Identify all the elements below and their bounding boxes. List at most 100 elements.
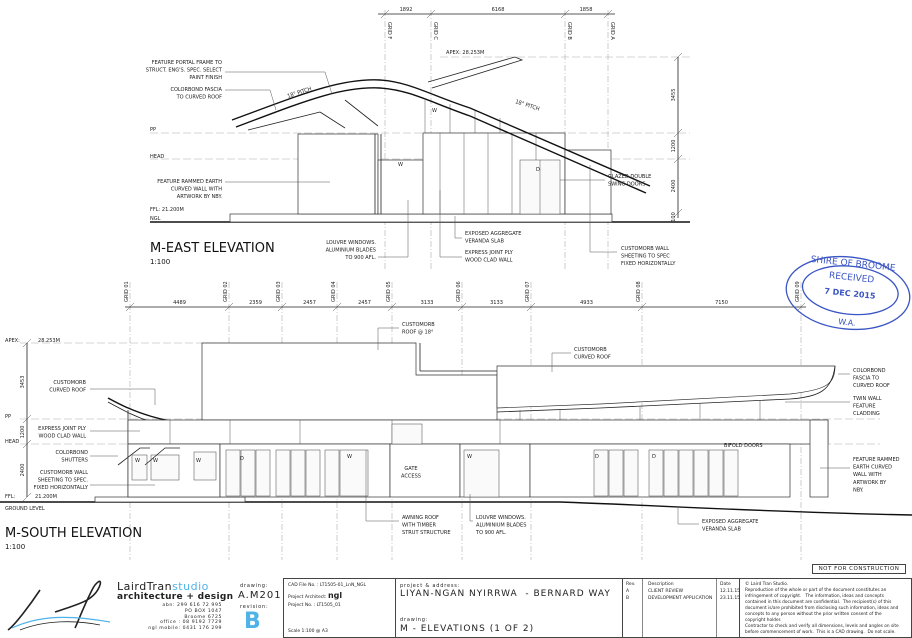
- copyright-line: concepts to any person without the prior…: [745, 612, 882, 617]
- south-grid-dim: 2359: [249, 300, 262, 306]
- company-contact: abn: 299 616 72 995 PO BOX 1047 Broome 6…: [148, 603, 222, 632]
- door-panel: [693, 449, 709, 497]
- callout-line: CUSTOMORB: [53, 380, 86, 386]
- project-box: project & address: LIYAN-NGAN NYIRRWA - …: [395, 578, 623, 638]
- callout-line: FEATURE RAMMED: [853, 457, 900, 463]
- project-number: Project No. : LT1505_01: [288, 603, 341, 608]
- south-level-ffl-value: 21.200M: [35, 494, 57, 500]
- door-tag: D: [240, 456, 244, 462]
- window-tag: W: [467, 454, 472, 460]
- east-grid-label: GRID F: [386, 22, 392, 39]
- curved-roof-right-callout: CUSTOMORB CURVED ROOF: [574, 347, 611, 361]
- east-curved-roof: [231, 79, 651, 187]
- callout-line: CURVED ROOF: [49, 388, 86, 394]
- town: Broome 6725: [184, 614, 222, 620]
- project-architect-label: Project Architect:: [288, 595, 327, 600]
- window-tag: W: [347, 454, 352, 460]
- project-architect: Project Architect: ngl: [288, 591, 342, 600]
- east-elevation: 1892 6168 1858 GRID F GRID C GRID B GRID…: [150, 7, 690, 270]
- callout-line: LOUVRE WINDOWS.: [476, 515, 526, 521]
- south-ground-level: GROUND LEVEL: [5, 506, 45, 512]
- callout-line: AWNING ROOF: [402, 515, 439, 521]
- callout-line: FEATURE RAMMED EARTH: [157, 179, 222, 185]
- south-grid-label: GRID 08: [636, 281, 642, 302]
- copyright-line: infringement of copyright. The informati…: [745, 594, 884, 599]
- callout-line: ALUMINIUM BLADES: [326, 248, 376, 254]
- door-panel: [648, 449, 664, 497]
- revision-row-description: DEVELOPMENT APPLICATION: [648, 596, 713, 601]
- callout-line: SWING DOORS: [608, 182, 645, 188]
- east-grid-dim: 1892: [400, 7, 413, 13]
- door-panel: [290, 449, 306, 497]
- east-elevation-title: M-EAST ELEVATION: [150, 241, 275, 256]
- callout-line: SHEETING TO SPEC.: [38, 478, 89, 484]
- door-panel: [339, 449, 369, 497]
- callout-line: WOOD CLAD WALL: [465, 258, 513, 264]
- copyright-line: document is/are prohibited from disclosi…: [745, 606, 899, 611]
- south-grid-dim: 2457: [303, 300, 316, 306]
- callout-line: ALUMINIUM BLADES: [476, 523, 526, 529]
- south-height-dim: 1200: [20, 426, 26, 439]
- stamp-received: RECEIVED: [828, 271, 874, 286]
- callout-line: ARTWORK BY: [853, 480, 887, 486]
- callout-line: EARTH CURVED: [853, 465, 892, 471]
- drawing-label: drawing:: [240, 583, 269, 589]
- project-address: LIYAN-NGAN NYIRRWA - BERNARD WAY: [400, 589, 611, 599]
- callout-line: CURVED ROOF: [574, 355, 611, 361]
- door-panel: [678, 449, 694, 497]
- stamp-wa: W.A.: [838, 317, 856, 328]
- copyright-line: copyright holder.: [745, 618, 782, 623]
- project-architect-value: ngl: [327, 591, 343, 600]
- callout-line: CUSTOMORB: [574, 347, 607, 353]
- south-grid-label: GRID 03: [276, 281, 282, 302]
- window-tag: W: [153, 458, 158, 464]
- callout-line: EXPOSED AGGREGATE: [465, 231, 521, 237]
- revision-row-date: 23.11.15: [720, 596, 741, 601]
- door-tag: D: [536, 167, 540, 173]
- abn: abn: 299 616 72 995: [162, 603, 222, 608]
- drawing-title: M - ELEVATIONS (1 OF 2): [400, 624, 535, 634]
- bifold-callout: BIFOLD DOORS: [724, 443, 763, 449]
- east-height-dim: 1200: [671, 140, 677, 153]
- door-tag: D: [595, 454, 599, 460]
- callout-line: BIFOLD DOORS: [724, 443, 763, 449]
- callout-line: STRUT STRUCTURE: [402, 530, 451, 536]
- callout-line: SHEETING TO SPEC: [621, 254, 670, 260]
- laird-tran-logo: [7, 580, 111, 631]
- south-grid-dim: 4489: [173, 300, 186, 306]
- callout-line: TO 900 AFL.: [475, 530, 507, 536]
- drawing-title-label: drawing:: [400, 617, 429, 623]
- status-text: NOT FOR CONSTRUCTION: [818, 566, 900, 572]
- callout-line: CUSTOMORB WALL: [40, 470, 88, 476]
- cad-file: CAD File No. : LT1505-01_LnN_NGL: [288, 583, 366, 588]
- callout-line: EXPRESS JOINT PLY: [38, 426, 87, 432]
- east-grid-label: GRID C: [432, 22, 438, 40]
- callout-line: CUSTOMORB: [402, 322, 435, 328]
- copyright-line: before commencement of work. This is a C…: [745, 630, 896, 635]
- east-level-ffl: FFL: 21.200M: [150, 207, 184, 213]
- door-panel: [623, 449, 639, 497]
- copyright-line: © Laird Tran Studio.: [745, 582, 789, 587]
- callout-line: CURVED ROOF: [853, 383, 890, 389]
- revision-row-date: 12.11.15: [720, 589, 741, 594]
- callout-line: TWIN WALL: [852, 396, 882, 402]
- door-panel: [275, 449, 291, 497]
- copyright-line: contained in this document are confident…: [745, 600, 892, 605]
- south-level-apex-value: 28.253M: [38, 338, 60, 344]
- east-grid-dim: 6168: [492, 7, 505, 13]
- callout-line: CLADDING: [853, 411, 880, 417]
- callout-line: ARTWORK BY NBY.: [177, 194, 223, 200]
- south-level-apex: APEX:: [5, 338, 20, 344]
- callout-line: COLORBOND: [56, 450, 89, 456]
- callout-line: VERANDA SLAB: [702, 527, 741, 533]
